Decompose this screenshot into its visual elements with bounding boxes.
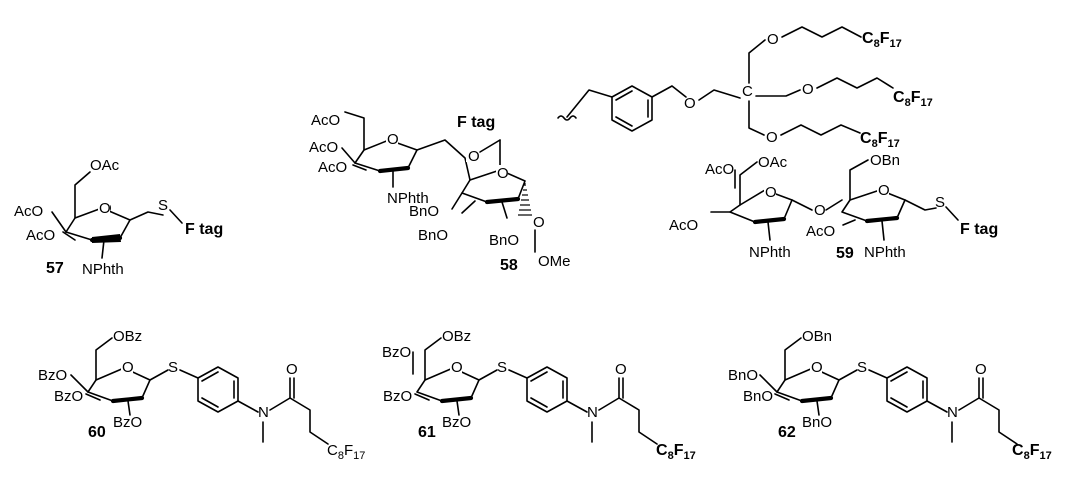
aco-6-58: AcO [311,112,340,129]
aryl-ring-61 [526,366,568,413]
glycosidic-o-58: O [468,148,480,165]
compound-57: O O OAc AcO AcO NPhth S F tag 57 [14,157,223,278]
thio-s: S [158,197,168,214]
carbonyl-o-60: O [286,361,298,378]
aryl-ring-60 [197,366,239,413]
benzyl-bond [566,89,613,118]
bzo-2-61: BzO [442,414,471,431]
rf-60: C8F17 [327,442,365,462]
aco-4-58: AcO [309,139,338,156]
aco-3-59b: AcO [806,223,835,240]
aryl-ring-62 [886,366,928,413]
ring-oxygen-61: O [451,359,463,376]
ether-o-1: O [684,95,696,112]
propyl-chain-3 [780,124,861,136]
arm-2 [755,89,801,97]
ome-o: O [533,214,545,231]
obz-6-60: OBz [113,328,142,345]
compound-62: O OBn BnO BnO BnO S N O C8F17 62 [728,328,1052,462]
nphth-59a: NPhth [749,244,791,261]
nphth-58: NPhth [387,190,429,207]
aco-4: AcO [14,203,43,220]
ring-oxygen-59a: O [765,184,777,201]
benzylic-ether-bond [651,85,687,98]
c6-bond [74,171,91,219]
ome-58: OMe [538,253,571,270]
aco-3-59: AcO [669,217,698,234]
amide-n-62: N [947,404,958,421]
rf-2: C8F17 [893,89,933,109]
aco-4-59: AcO [705,161,734,178]
arm-1 [748,39,766,84]
benzene-ring [611,85,653,132]
carbonyl-o-62: O [975,361,987,378]
ring-oxygen-60: O [122,359,134,376]
thio-s-61: S [497,359,507,376]
thio-s-60: S [168,359,178,376]
compound-label-58: 58 [500,257,518,274]
ring-oxygen-label: O [99,200,111,217]
thio-s-62: S [857,359,867,376]
bzo-3-61: BzO [383,388,412,405]
compound-label-61: 61 [418,424,436,441]
bno-3-62: BnO [743,388,773,405]
compound-label-62: 62 [778,424,796,441]
oac-6-59: OAc [758,154,788,171]
bno-3-58: BnO [418,227,448,244]
ring-oxygen-58b: O [497,165,509,182]
compound-59: O OAc AcO AcO NPhth O O OBn AcO NPhth S … [669,152,998,262]
propyl-chain-1 [781,26,862,38]
rf-61: C8F17 [656,442,696,462]
bno-4-62: BnO [728,367,758,384]
oac-6: OAc [90,157,120,174]
nphth-2: NPhth [82,261,124,278]
aco-3-58: AcO [318,159,347,176]
nphth-59b: NPhth [864,244,906,261]
ring-oxygen-58a: O [387,131,399,148]
propyl-chain-2 [816,77,894,89]
ftag-label: F tag [457,114,495,131]
rf-3: C8F17 [860,130,900,150]
ether-to-quat-bond [698,89,741,101]
arm-3 [748,100,765,136]
ftag-structure: F tag O C O C8F17 O C8F17 O C8F17 [457,26,933,150]
obn-6-59: OBn [870,152,900,169]
rf-1: C8F17 [862,30,902,50]
thio-s-59: S [935,194,945,211]
bno-2-62: BnO [802,414,832,431]
compound-60: O OBz BzO BzO BzO S N O C8F17 60 [38,328,365,462]
bzo-2-60: BzO [113,414,142,431]
bzo-4-60: BzO [38,367,67,384]
compound-label-57: 57 [46,260,64,277]
bzo-3-60: BzO [54,388,83,405]
ring-oxygen-59b: O [878,182,890,199]
amide-n-60: N [258,404,269,421]
compound-61: O OBz BzO BzO BzO S N O C8F17 61 [382,328,696,462]
bzo-4-61: BzO [382,344,411,361]
compound-label-59: 59 [836,245,854,262]
ether-o-4: O [766,129,778,146]
obz-6-61: OBz [442,328,471,345]
ether-o-2: O [767,31,779,48]
wavy-bond [557,115,577,121]
bno-2-58: BnO [489,232,519,249]
glycosidic-o-59: O [814,202,826,219]
alpha-hash-bond [518,183,532,216]
bno-4-58: BnO [409,203,439,220]
ftag-59: F tag [960,221,998,238]
compound-label-60: 60 [88,424,106,441]
rf-62: C8F17 [1012,442,1052,462]
ftag-57: F tag [185,221,223,238]
ring-oxygen-62: O [811,359,823,376]
compound-58: O AcO AcO AcO NPhth O O BnO BnO BnO [309,111,571,274]
carbonyl-o-61: O [615,361,627,378]
amide-n-61: N [587,404,598,421]
ether-o-3: O [802,81,814,98]
obn-6-62: OBn [802,328,832,345]
quat-carbon: C [742,83,753,100]
aco-3: AcO [26,227,55,244]
